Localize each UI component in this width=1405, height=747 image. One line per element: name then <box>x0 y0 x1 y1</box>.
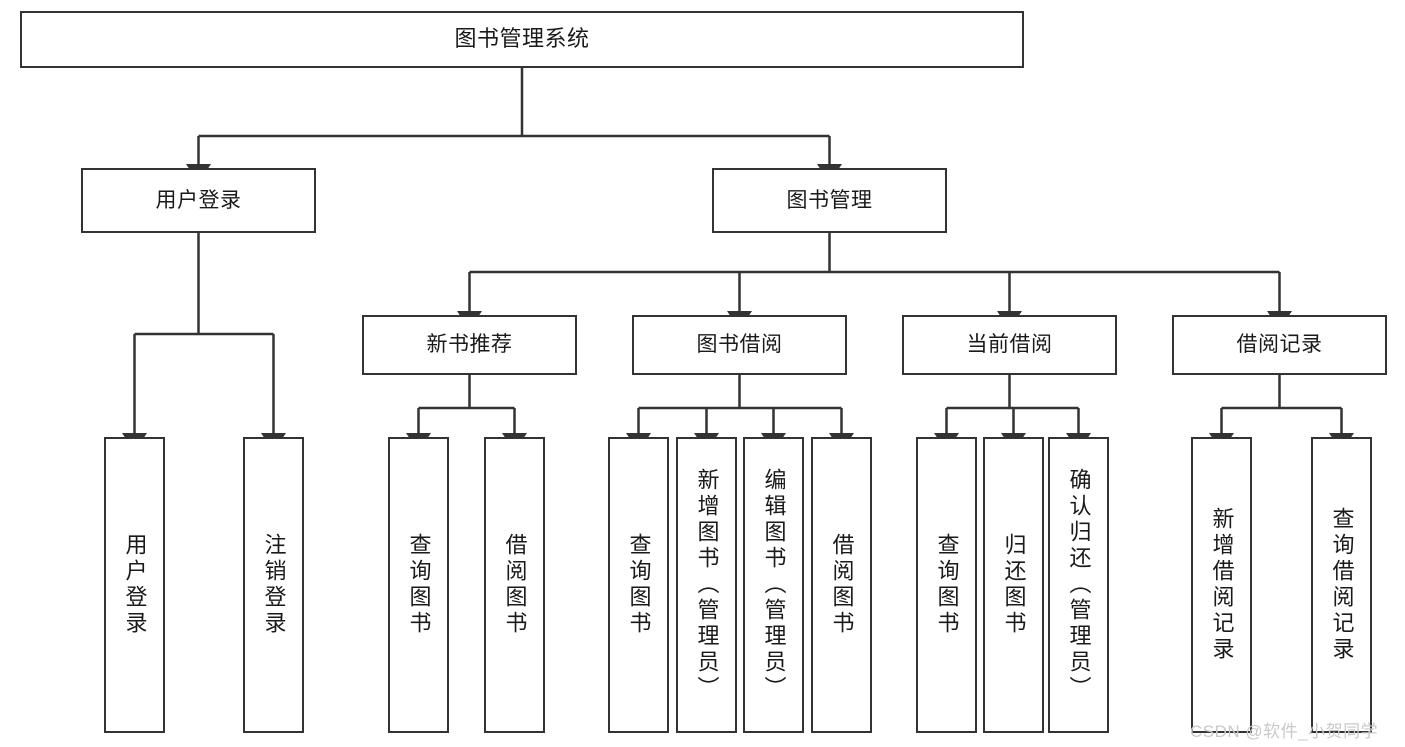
node-label-leaf_borrow_2: 借阅图书 <box>829 533 855 637</box>
node-user_login[interactable]: 用户登录 <box>81 168 316 233</box>
connector-lines <box>122 68 1354 452</box>
node-label-leaf_add_rec: 新增借阅记录 <box>1209 507 1235 663</box>
node-label-book_borrow: 图书借阅 <box>696 333 783 357</box>
node-label-leaf_confirm: 确认归还（管理员） <box>1066 468 1092 702</box>
node-leaf_query_1[interactable]: 查询图书 <box>388 437 449 733</box>
node-leaf_confirm[interactable]: 确认归还（管理员） <box>1048 437 1109 733</box>
node-leaf_return[interactable]: 归还图书 <box>983 437 1044 733</box>
node-leaf_borrow_2[interactable]: 借阅图书 <box>811 437 872 733</box>
node-leaf_query_2[interactable]: 查询图书 <box>608 437 669 733</box>
node-label-new_book_rec: 新书推荐 <box>426 333 513 357</box>
node-label-leaf_return: 归还图书 <box>1001 533 1027 637</box>
node-leaf_query_rec[interactable]: 查询借阅记录 <box>1311 437 1372 733</box>
node-leaf_add_rec[interactable]: 新增借阅记录 <box>1191 437 1252 733</box>
node-current_borrow[interactable]: 当前借阅 <box>902 315 1117 375</box>
node-leaf_borrow_1[interactable]: 借阅图书 <box>484 437 545 733</box>
node-label-root: 图书管理系统 <box>454 26 590 52</box>
node-label-borrow_record: 借阅记录 <box>1236 333 1323 357</box>
node-new_book_rec[interactable]: 新书推荐 <box>362 315 577 375</box>
node-root[interactable]: 图书管理系统 <box>20 11 1024 68</box>
node-label-leaf_query_3: 查询图书 <box>934 533 960 637</box>
node-leaf_add_book[interactable]: 新增图书（管理员） <box>676 437 737 733</box>
node-leaf_query_3[interactable]: 查询图书 <box>916 437 977 733</box>
node-label-leaf_query_1: 查询图书 <box>406 533 432 637</box>
node-label-leaf_query_2: 查询图书 <box>626 533 652 637</box>
csdn-watermark: CSDN @软件_小贺同学 <box>1190 722 1379 741</box>
node-borrow_record[interactable]: 借阅记录 <box>1172 315 1387 375</box>
node-label-leaf_edit_book: 编辑图书（管理员） <box>761 468 787 702</box>
node-label-current_borrow: 当前借阅 <box>966 333 1053 357</box>
node-label-leaf_query_rec: 查询借阅记录 <box>1329 507 1355 663</box>
node-label-leaf_borrow_1: 借阅图书 <box>502 533 528 637</box>
node-book_borrow[interactable]: 图书借阅 <box>632 315 847 375</box>
node-label-book_mgmt: 图书管理 <box>786 188 873 212</box>
node-label-leaf_user_login: 用户登录 <box>122 533 148 637</box>
node-leaf_edit_book[interactable]: 编辑图书（管理员） <box>743 437 804 733</box>
node-leaf_user_login[interactable]: 用户登录 <box>104 437 165 733</box>
node-label-leaf_add_book: 新增图书（管理员） <box>694 468 720 702</box>
node-label-user_login: 用户登录 <box>155 188 242 212</box>
node-book_mgmt[interactable]: 图书管理 <box>712 168 947 233</box>
node-label-leaf_logout: 注销登录 <box>261 533 287 637</box>
node-leaf_logout[interactable]: 注销登录 <box>243 437 304 733</box>
